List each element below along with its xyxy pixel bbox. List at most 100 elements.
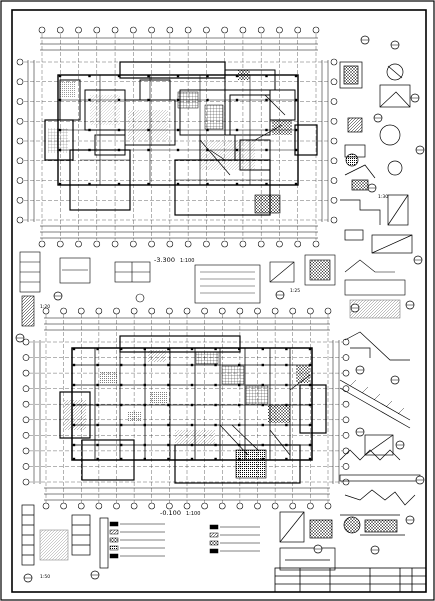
column-marker xyxy=(120,363,123,367)
column-marker xyxy=(117,148,121,152)
upper-plan-level-title: -3.300 xyxy=(154,256,175,264)
axis-bubble xyxy=(95,502,103,510)
column-marker xyxy=(176,128,180,132)
axis-bubble xyxy=(42,502,50,510)
column-marker xyxy=(308,383,312,387)
axis-bubble xyxy=(16,117,24,125)
column-marker xyxy=(72,363,76,367)
column-marker xyxy=(206,148,209,152)
column-marker xyxy=(147,74,150,78)
lower-axis-bubbles-bottom xyxy=(42,502,332,510)
axis-bubble xyxy=(93,26,101,34)
upper-detail-tags xyxy=(360,35,425,265)
lower-axis-grid xyxy=(29,314,343,503)
axis-bubble xyxy=(342,338,350,346)
column-marker xyxy=(235,98,239,102)
axis-bubble xyxy=(236,307,244,315)
column-marker xyxy=(117,98,121,102)
upper-plan-scale: 1:100 xyxy=(180,258,194,264)
column-marker xyxy=(261,363,264,367)
axis-bubble xyxy=(218,307,226,315)
axis-bubble xyxy=(22,447,30,455)
axis-bubble xyxy=(16,137,24,145)
column-marker xyxy=(190,457,194,461)
column-marker xyxy=(72,457,76,461)
lower-right-details xyxy=(339,331,421,536)
column-marker xyxy=(147,128,150,132)
axis-bubble xyxy=(113,307,120,315)
axis-bubble xyxy=(184,240,192,248)
axis-bubble xyxy=(307,307,314,315)
lower-detail-tags xyxy=(355,365,425,525)
column-marker xyxy=(214,443,217,447)
axis-bubble xyxy=(60,307,67,315)
column-marker xyxy=(72,403,76,407)
column-marker xyxy=(235,128,239,132)
axis-bubble xyxy=(289,307,297,315)
upper-building-body xyxy=(44,61,318,216)
column-marker xyxy=(117,74,121,78)
column-marker xyxy=(285,383,288,387)
column-marker xyxy=(167,403,170,407)
upper-right-details xyxy=(339,61,413,254)
axis-bubble xyxy=(330,177,338,184)
inner-border xyxy=(11,9,427,593)
axis-bubble xyxy=(257,26,265,34)
column-marker xyxy=(88,182,91,186)
column-marker xyxy=(238,423,241,427)
axis-bubble xyxy=(130,240,137,248)
axis-bubble xyxy=(113,502,120,510)
column-marker xyxy=(214,457,217,461)
axis-bubble xyxy=(254,307,261,315)
column-marker xyxy=(88,128,91,132)
column-marker xyxy=(88,148,91,152)
axis-bubble xyxy=(203,240,210,248)
column-marker xyxy=(96,347,99,351)
axis-bubble xyxy=(342,416,350,424)
axis-bubble xyxy=(148,26,155,34)
axis-bubble xyxy=(221,26,228,34)
column-marker xyxy=(120,423,123,427)
column-marker xyxy=(176,148,180,152)
column-marker xyxy=(143,383,146,387)
column-marker xyxy=(72,347,76,351)
axis-bubble xyxy=(221,240,228,248)
column-marker xyxy=(72,443,76,447)
column-marker xyxy=(294,74,298,78)
column-marker xyxy=(147,98,150,102)
column-marker xyxy=(206,74,209,78)
lower-plan-scale: 1:100 xyxy=(186,511,200,517)
upper-axis-bubbles-left xyxy=(16,58,24,224)
column-marker xyxy=(238,383,241,387)
upper-top-dimensions xyxy=(40,37,318,51)
axis-bubble xyxy=(324,307,332,315)
column-marker xyxy=(214,363,217,367)
axis-bubble xyxy=(294,240,302,248)
axis-bubble xyxy=(22,385,30,392)
column-marker xyxy=(96,403,99,407)
upper-axis-bubbles-right xyxy=(330,58,338,224)
column-marker xyxy=(308,457,312,461)
axis-bubble xyxy=(239,26,247,34)
upper-axis-bubbles-bottom xyxy=(38,240,320,248)
column-marker xyxy=(143,347,146,351)
column-marker xyxy=(214,403,217,407)
lower-stairs xyxy=(219,374,311,456)
axis-bubble xyxy=(56,26,64,34)
column-marker xyxy=(206,98,209,102)
column-marker xyxy=(96,457,99,461)
column-marker xyxy=(261,383,264,387)
column-marker xyxy=(238,347,241,351)
lower-side-dimensions xyxy=(33,340,340,484)
column-marker xyxy=(190,347,194,351)
column-marker xyxy=(147,148,150,152)
column-marker xyxy=(294,148,298,152)
column-marker xyxy=(285,443,288,447)
column-marker xyxy=(143,443,146,447)
column-marker xyxy=(214,383,217,387)
axis-bubble xyxy=(218,502,226,510)
axis-bubble xyxy=(307,502,314,510)
column-marker xyxy=(167,457,170,461)
axis-bubble xyxy=(75,26,82,34)
axis-bubble xyxy=(342,478,350,486)
